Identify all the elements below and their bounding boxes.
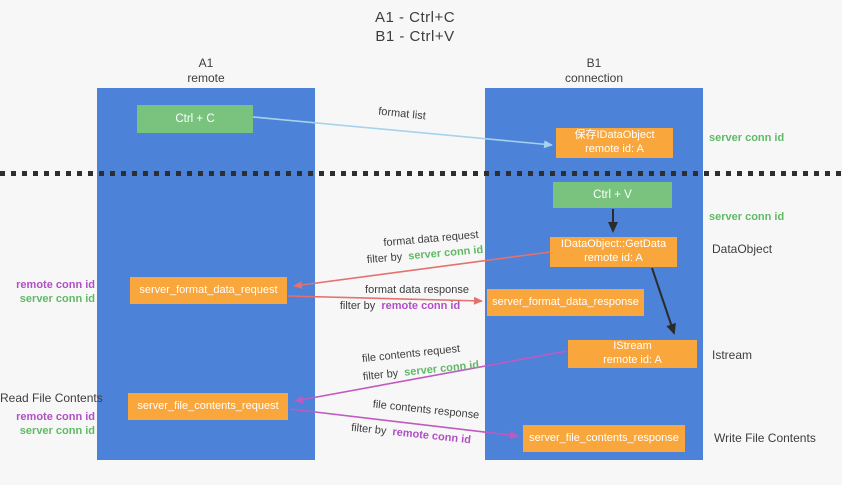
lane-b-name: B1 <box>586 56 602 70</box>
node-ctrl-c-label: Ctrl + C <box>175 112 215 125</box>
label-server-conn-id-mid: server conn id <box>709 211 785 223</box>
remote-conn-id-text: remote conn id <box>381 300 461 312</box>
lane-b-header: B1 connection <box>534 56 654 86</box>
label-remote-conn-id-left-1: remote conn id <box>16 279 95 291</box>
node-getdata-line1: IDataObject::GetData <box>560 238 667 251</box>
lane-a-name: A1 <box>198 56 214 70</box>
title-line-paste: B1 - Ctrl+V <box>375 27 455 45</box>
node-file-request-label: server_file_contents_request <box>137 399 279 412</box>
diagram-title: A1 - Ctrl+C B1 - Ctrl+V <box>330 9 500 47</box>
node-getdata-line2: remote id: A <box>584 252 643 264</box>
label-istream: Istream <box>712 348 753 362</box>
node-file-response-label: server_file_contents_response <box>529 431 679 444</box>
filter-by-text: filter by <box>350 421 388 438</box>
filter-by-text: filter by <box>366 251 403 267</box>
remote-conn-id-text: remote conn id <box>391 426 472 447</box>
node-ctrl-v-label: Ctrl + V <box>593 188 632 201</box>
server-conn-id-text: server conn id <box>403 358 480 379</box>
node-format-request-label: server_format_data_request <box>139 283 278 296</box>
node-ctrl-c: Ctrl + C <box>137 105 253 133</box>
label-server-conn-id-top: server conn id <box>709 132 785 144</box>
node-file-request: server_file_contents_request <box>128 393 288 420</box>
label-format-data-response: format data response <box>365 284 469 296</box>
filter-by-text: filter by <box>362 367 399 384</box>
title-line-copy: A1 - Ctrl+C <box>374 9 456 26</box>
node-save-dataobject: 保存IDataObject remote id: A <box>556 128 673 158</box>
node-save-dataobject-line2: remote id: A <box>585 143 644 155</box>
label-read-file-contents: Read File Contents <box>0 391 103 405</box>
filter-by-text: filter by <box>339 300 376 312</box>
node-istream: IStream remote id: A <box>568 340 697 368</box>
node-format-request: server_format_data_request <box>130 277 287 304</box>
label-write-file-contents: Write File Contents <box>714 431 816 445</box>
label-format-list: format list <box>377 105 427 123</box>
label-filter-remote-conn-1: filter by remote conn id <box>320 300 480 312</box>
node-file-response: server_file_contents_response <box>523 425 685 452</box>
left-read-file-stack: Read File Contents remote conn id server… <box>0 391 103 438</box>
lane-a-subtitle: remote <box>187 71 225 85</box>
label-remote-conn-id-left-2: remote conn id <box>16 410 95 423</box>
node-istream-line2: remote id: A <box>603 354 662 366</box>
label-file-contents-response: file contents response <box>372 398 480 422</box>
left-conn-id-stack-top: remote conn id server conn id <box>0 278 95 307</box>
lane-a-header: A1 remote <box>146 56 266 86</box>
node-format-response-label: server_format_data_response <box>492 295 639 308</box>
label-server-conn-id-left-1: server conn id <box>19 293 95 306</box>
label-server-conn-id-left-2: server conn id <box>19 424 95 437</box>
lane-b-subtitle: connection <box>564 71 624 85</box>
server-conn-id-text: server conn id <box>407 243 484 263</box>
node-getdata: IDataObject::GetData remote id: A <box>550 237 677 267</box>
node-format-response: server_format_data_response <box>487 289 644 316</box>
label-filter-remote-conn-2: filter by remote conn id <box>331 420 491 449</box>
node-ctrl-v: Ctrl + V <box>553 182 672 208</box>
node-save-dataobject-line1: 保存IDataObject <box>574 129 655 142</box>
node-istream-line1: IStream <box>613 340 652 353</box>
dotted-divider-line <box>0 171 842 176</box>
label-dataobject: DataObject <box>712 242 773 256</box>
